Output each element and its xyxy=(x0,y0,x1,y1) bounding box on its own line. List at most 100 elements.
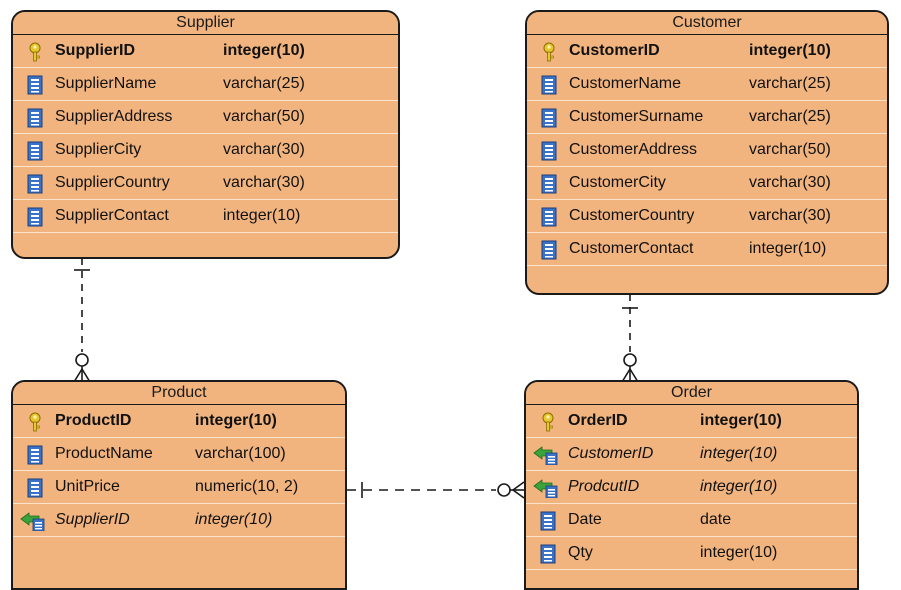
column-type: varchar(30) xyxy=(749,207,831,224)
column-type: integer(10) xyxy=(749,240,827,257)
column-type: varchar(30) xyxy=(749,174,831,191)
column-icon xyxy=(539,240,559,260)
table-row[interactable]: SupplierCountry varchar(30) xyxy=(13,167,398,200)
entity-title: Supplier xyxy=(13,12,398,35)
column-name: CustomerContact xyxy=(569,240,694,257)
entity-product[interactable]: Product ProductID integer(10) ProductName v… xyxy=(11,380,347,590)
column-name: CustomerID xyxy=(569,42,660,59)
entity-supplier[interactable]: Supplier SupplierID integer(10) SupplierNa… xyxy=(11,10,400,259)
relationship-customer-order xyxy=(621,294,639,383)
entity-rows: ProductID integer(10) ProductName varchar(1… xyxy=(13,405,345,537)
column-icon xyxy=(538,544,558,564)
column-icon xyxy=(539,108,559,128)
column-type: integer(10) xyxy=(700,544,778,561)
entity-rows: CustomerID integer(10) CustomerName varchar… xyxy=(527,35,887,266)
column-type: integer(10) xyxy=(700,412,782,429)
column-name: CustomerCity xyxy=(569,174,666,191)
table-row[interactable]: Qty integer(10) xyxy=(526,537,857,570)
table-row[interactable]: CustomerCity varchar(30) xyxy=(527,167,887,200)
column-type: numeric(10, 2) xyxy=(195,478,299,495)
column-type: varchar(50) xyxy=(223,108,305,125)
column-name: SupplierID xyxy=(55,511,130,528)
column-name: ProdcutID xyxy=(568,478,640,495)
column-name: SupplierName xyxy=(55,75,157,92)
column-type: varchar(25) xyxy=(749,108,831,125)
table-row[interactable]: Date date xyxy=(526,504,857,537)
column-icon xyxy=(25,445,45,465)
column-type: integer(10) xyxy=(223,207,301,224)
column-name: CustomerName xyxy=(569,75,682,92)
table-row[interactable]: CustomerContact integer(10) xyxy=(527,233,887,266)
column-icon xyxy=(25,141,45,161)
column-type: varchar(25) xyxy=(223,75,305,92)
column-type: varchar(30) xyxy=(223,174,305,191)
table-row[interactable]: OrderID integer(10) xyxy=(526,405,857,438)
column-icon xyxy=(25,108,45,128)
table-row[interactable]: ProdcutID integer(10) xyxy=(526,471,857,504)
column-name: SupplierCity xyxy=(55,141,142,158)
table-row[interactable]: SupplierID integer(10) xyxy=(13,35,398,68)
column-name: CustomerCountry xyxy=(569,207,695,224)
table-row[interactable]: SupplierAddress varchar(50) xyxy=(13,101,398,134)
foreign-key-icon xyxy=(19,511,47,532)
column-name: ProductName xyxy=(55,445,153,462)
column-type: date xyxy=(700,511,732,528)
table-row[interactable]: SupplierContact integer(10) xyxy=(13,200,398,233)
column-icon xyxy=(25,174,45,194)
column-name: OrderID xyxy=(568,412,628,429)
column-name: SupplierContact xyxy=(55,207,169,224)
column-icon xyxy=(538,511,558,531)
column-icon xyxy=(539,174,559,194)
table-row[interactable]: CustomerName varchar(25) xyxy=(527,68,887,101)
column-icon xyxy=(25,75,45,95)
column-icon xyxy=(25,478,45,498)
column-name: Qty xyxy=(568,544,593,561)
table-row[interactable]: SupplierName varchar(25) xyxy=(13,68,398,101)
column-name: ProductID xyxy=(55,412,132,429)
column-icon xyxy=(25,207,45,227)
table-row[interactable]: CustomerCountry varchar(30) xyxy=(527,200,887,233)
entity-rows: SupplierID integer(10) SupplierName varchar… xyxy=(13,35,398,233)
foreign-key-icon xyxy=(532,445,560,466)
table-row[interactable]: ProductID integer(10) xyxy=(13,405,345,438)
column-type: integer(10) xyxy=(700,445,778,462)
column-icon xyxy=(539,141,559,161)
foreign-key-icon xyxy=(532,478,560,499)
key-icon xyxy=(539,42,559,62)
table-row[interactable]: SupplierID integer(10) xyxy=(13,504,345,537)
column-type: varchar(25) xyxy=(749,75,831,92)
column-type: integer(10) xyxy=(195,511,273,528)
column-type: integer(10) xyxy=(700,478,778,495)
column-name: Date xyxy=(568,511,602,528)
column-name: SupplierCountry xyxy=(55,174,170,191)
column-type: integer(10) xyxy=(749,42,831,59)
column-name: UnitPrice xyxy=(55,478,120,495)
column-type: varchar(100) xyxy=(195,445,286,462)
column-type: varchar(30) xyxy=(223,141,305,158)
column-name: SupplierID xyxy=(55,42,136,59)
key-icon xyxy=(25,42,45,62)
column-type: integer(10) xyxy=(195,412,277,429)
table-row[interactable]: CustomerID integer(10) xyxy=(527,35,887,68)
entity-title: Order xyxy=(526,382,857,405)
column-name: CustomerAddress xyxy=(569,141,698,158)
column-icon xyxy=(539,207,559,227)
table-row[interactable]: UnitPrice numeric(10, 2) xyxy=(13,471,345,504)
entity-title: Product xyxy=(13,382,345,405)
entity-customer[interactable]: Customer CustomerID integer(10) CustomerNa… xyxy=(525,10,889,295)
table-row[interactable]: ProductName varchar(100) xyxy=(13,438,345,471)
relationship-supplier-product xyxy=(73,258,91,383)
entity-title: Customer xyxy=(527,12,887,35)
column-name: SupplierAddress xyxy=(55,108,173,125)
column-icon xyxy=(539,75,559,95)
column-type: integer(10) xyxy=(223,42,305,59)
relationship-product-order xyxy=(347,481,525,499)
key-icon xyxy=(25,412,45,432)
table-row[interactable]: SupplierCity varchar(30) xyxy=(13,134,398,167)
